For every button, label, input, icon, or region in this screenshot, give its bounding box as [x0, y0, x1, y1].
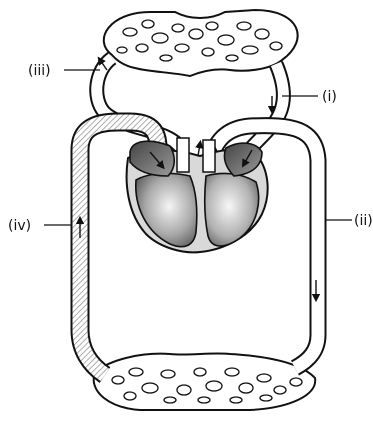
label-iv: (iv): [8, 218, 31, 234]
right-ventricle: [205, 174, 259, 246]
label-i: (i): [322, 89, 337, 105]
heart: [127, 138, 268, 252]
left-ventricle: [136, 173, 197, 246]
label-ii-group: (ii): [326, 213, 373, 229]
label-iv-group: (iv): [8, 218, 72, 234]
label-iii: (iii): [28, 63, 51, 79]
lung-capillary-bed: [104, 10, 298, 76]
body-capillary-bed: [94, 353, 316, 410]
label-ii: (ii): [354, 213, 373, 229]
label-iii-group: (iii): [28, 63, 100, 79]
